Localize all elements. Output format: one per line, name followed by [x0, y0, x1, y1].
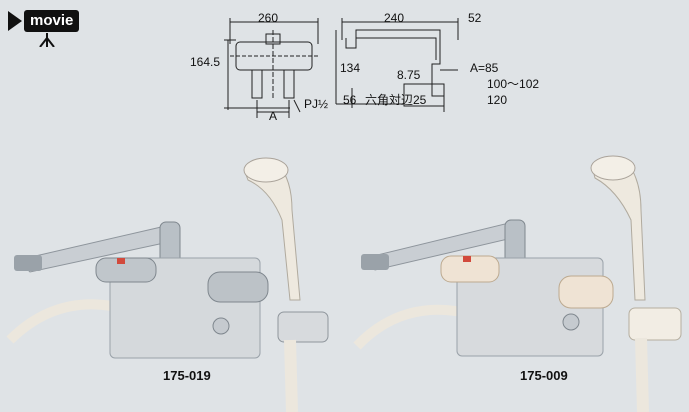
dim-center-label: A: [269, 109, 278, 123]
product-code-ivory: 175-009: [520, 368, 568, 383]
dim-a-value-1: A=85: [470, 61, 499, 75]
camera-tripod-icon: [39, 33, 55, 47]
product-photo-chrome: [6, 157, 329, 412]
dim-height-total: 164.5: [190, 55, 221, 69]
dim-side-offset: 52: [468, 11, 482, 25]
dim-base-height: 56: [343, 93, 357, 107]
dim-a-value-2: 100～102: [487, 77, 540, 91]
dim-inlet-thread: PJ½: [304, 97, 329, 111]
dim-side-height: 134: [340, 61, 361, 75]
product-code-chrome: 175-019: [163, 368, 211, 383]
play-icon: [8, 11, 22, 31]
movie-label: movie: [24, 10, 80, 32]
dim-hex-label: 六角対辺25: [365, 93, 427, 107]
product-photo-ivory: [353, 155, 682, 412]
dim-spout-offset: 8.75: [397, 68, 421, 82]
dim-a-value-3: 120: [487, 93, 508, 107]
movie-button[interactable]: movie: [8, 8, 80, 48]
dim-width-total: 260: [258, 11, 279, 25]
dim-side-width: 240: [384, 11, 405, 25]
dimension-drawing: [224, 18, 459, 118]
